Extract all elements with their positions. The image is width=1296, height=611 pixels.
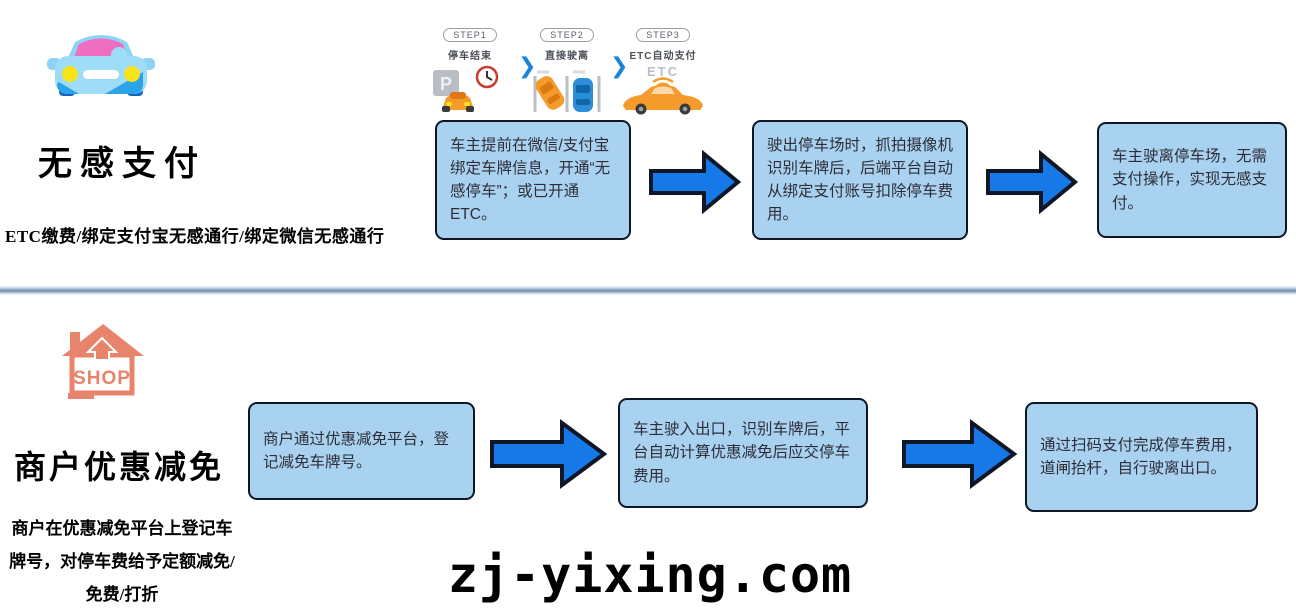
step-1: STEP1 停车结束 P (425, 25, 515, 119)
section-divider (0, 286, 1296, 295)
bottom-section-subtitle: 商户在优惠减免平台上登记车牌号，对停车费给予定额减免/免费/打折 (9, 519, 235, 605)
top-section-subtitle: ETC缴费/绑定支付宝无感通行/绑定微信无感通行 (5, 227, 385, 246)
chevron-right-icon: ❯ (610, 54, 629, 79)
flow-box-text: 通过扫码支付完成停车费用，道闸抬杆，自行驶离出口。 (1040, 436, 1242, 477)
step-2: STEP2 直接驶离 (524, 25, 610, 119)
flow-arrow-icon (985, 148, 1079, 221)
chevron-right-icon: ❯ (518, 54, 537, 79)
flow-box: 商户通过优惠减免平台，登记减免车牌号。 (248, 402, 475, 500)
watermark: zj-yixing.com (447, 546, 853, 604)
drive-away-icon (524, 64, 610, 119)
step-3-badge: STEP3 (636, 28, 690, 42)
flow-box-text: 商户通过优惠减免平台，登记减免车牌号。 (263, 430, 450, 471)
svg-text:ETC: ETC (647, 64, 679, 79)
flow-arrow-icon (648, 148, 742, 221)
step-2-label: 直接驶离 (545, 51, 589, 62)
svg-text:P: P (440, 74, 452, 94)
flow-box-text: 车主驶离停车场，无需支付操作，实现无感支付。 (1112, 148, 1268, 212)
flow-arrow-icon (900, 415, 1018, 498)
shop-icon: SHOP (58, 322, 148, 405)
flow-box: 车主驶离停车场，无需支付操作，实现无感支付。 (1097, 122, 1287, 238)
step-1-label: 停车结束 (448, 51, 492, 62)
flow-box: 通过扫码支付完成停车费用，道闸抬杆，自行驶离出口。 (1025, 402, 1258, 512)
step-3-label: ETC自动支付 (629, 51, 697, 62)
flow-arrow-icon (488, 415, 608, 498)
step-3: STEP3 ETC自动支付 ETC (613, 25, 713, 121)
flow-box-text: 车主提前在微信/支付宝绑定车牌信息，开通“无感停车”；或已开通ETC。 (450, 136, 611, 224)
svg-text:SHOP: SHOP (73, 368, 131, 389)
parking-end-icon: P (425, 64, 515, 119)
etc-pay-icon: ETC (613, 64, 713, 121)
flow-box: 车主提前在微信/支付宝绑定车牌信息，开通“无感停车”；或已开通ETC。 (435, 120, 631, 240)
flow-box: 驶出停车场时，抓拍摄像机识别车牌后，后端平台自动从绑定支付账号扣除停车费用。 (752, 120, 968, 240)
flow-box-text: 驶出停车场时，抓拍摄像机识别车牌后，后端平台自动从绑定支付账号扣除停车费用。 (767, 136, 954, 224)
flow-box: 车主驶入出口，识别车牌后，平台自动计算优惠减免后应交停车费用。 (618, 398, 868, 508)
flow-box-text: 车主驶入出口，识别车牌后，平台自动计算优惠减免后应交停车费用。 (633, 421, 851, 485)
step-2-badge: STEP2 (540, 28, 594, 42)
step-1-badge: STEP1 (443, 28, 497, 42)
car-icon (45, 14, 157, 111)
bottom-section-title: 商户优惠减免 (14, 449, 225, 485)
top-section-title: 无感支付 (38, 146, 206, 183)
